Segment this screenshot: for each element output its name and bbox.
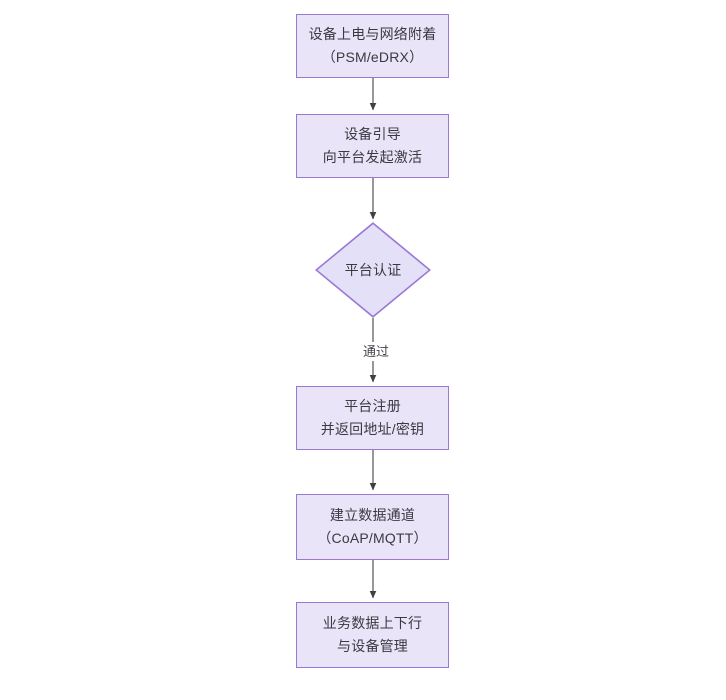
flow-node-line: 设备上电与网络附着 (308, 26, 437, 42)
flow-node-line: 建立数据通道 (329, 507, 416, 523)
flow-node-platform-register[interactable]: 平台注册 并返回地址/密钥 (296, 386, 449, 450)
flow-node-line: 设备引导 (344, 126, 401, 142)
flow-node-business-data-and-device-mgmt[interactable]: 业务数据上下行 与设备管理 (296, 602, 449, 668)
edge-label-pass: 通过 (352, 342, 400, 361)
flow-node-line: 向平台发起激活 (322, 149, 423, 165)
flow-node-line: 与设备管理 (337, 638, 408, 654)
flow-node-line: 业务数据上下行 (322, 615, 423, 631)
flow-node-platform-auth-decision[interactable]: 平台认证 (315, 222, 431, 318)
diamond-shape (315, 222, 431, 318)
flow-node-device-bootstrap[interactable]: 设备引导 向平台发起激活 (296, 114, 449, 178)
flow-node-line: 平台认证 (344, 262, 402, 278)
flow-node-establish-data-channel[interactable]: 建立数据通道 （CoAP/MQTT） (296, 494, 449, 560)
flow-node-line: 平台注册 (344, 398, 401, 414)
flow-node-line: 并返回地址/密钥 (320, 421, 425, 437)
flow-node-line: （CoAP/MQTT） (317, 530, 428, 546)
flow-node-device-power-on[interactable]: 设备上电与网络附着 （PSM/eDRX） (296, 14, 449, 78)
flow-node-line: （PSM/eDRX） (321, 49, 424, 65)
